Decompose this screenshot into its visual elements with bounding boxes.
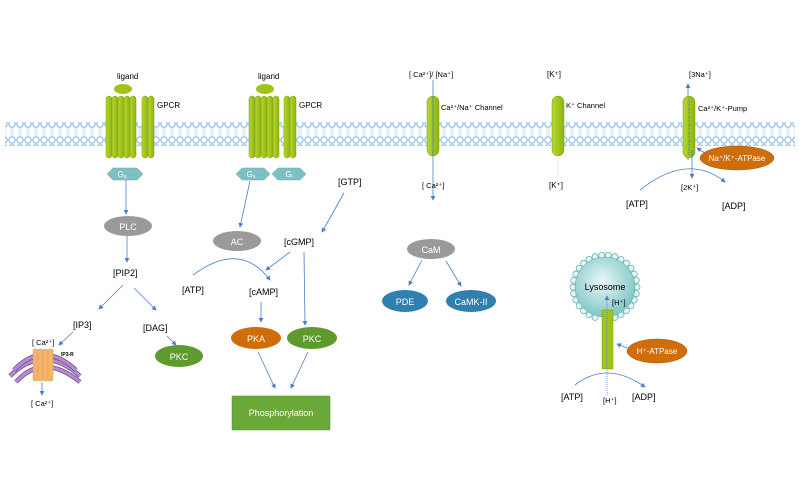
- svg-text:H⁺-ATPase: H⁺-ATPase: [637, 347, 678, 356]
- er-ca-bottom-label: [ Ca²⁺]: [31, 399, 53, 408]
- lysosome-atp-label: [ATP]: [561, 392, 583, 402]
- gtp-label: [GTP]: [338, 177, 362, 187]
- pump-atp-label: [ATP]: [626, 199, 648, 209]
- gpcr-label-1: GPCR: [157, 101, 180, 110]
- gs-protein[interactable]: Gs: [235, 167, 271, 181]
- svg-text:Phosphorylation: Phosphorylation: [249, 408, 314, 418]
- pkc-node-middle[interactable]: PKC: [287, 327, 337, 349]
- ca-inside-label: [ Ca²⁺]: [422, 181, 444, 190]
- cell-membrane: [5, 122, 795, 146]
- na-k-atpase[interactable]: Na⁺/K⁺-ATPase: [699, 145, 775, 171]
- phosphorylation-box[interactable]: Phosphorylation: [231, 395, 331, 431]
- ligand-2: [256, 84, 274, 94]
- camp-label: [cAMP]: [249, 287, 278, 297]
- pump-label: Ca²⁺/K⁺-Pump: [698, 104, 747, 113]
- ac-node[interactable]: AC: [213, 231, 261, 251]
- gi-protein[interactable]: Gi: [271, 167, 307, 181]
- svg-text:PKC: PKC: [303, 334, 322, 344]
- svg-text:PLC: PLC: [119, 222, 137, 232]
- ip3-receptor[interactable]: IP3-R: [32, 348, 74, 382]
- lysosome-h-outside: [H⁺]: [603, 396, 617, 405]
- svg-text:PDE: PDE: [396, 297, 415, 307]
- pip2-label: [PIP2]: [113, 268, 138, 278]
- pde-node[interactable]: PDE: [382, 290, 428, 312]
- ip3r-label: IP3-R: [61, 352, 74, 358]
- svg-text:AC: AC: [231, 237, 244, 247]
- lysosome[interactable]: Lysosome: [569, 251, 641, 321]
- gpcr-receptor-1[interactable]: ligand GPCR: [105, 72, 180, 159]
- lysosome-h-inside: [H⁺]: [612, 298, 626, 307]
- atp-label-middle: [ATP]: [182, 285, 204, 295]
- plc-node[interactable]: PLC: [104, 216, 152, 236]
- na-k-pump[interactable]: Ca²⁺/K⁺-Pump: [682, 95, 747, 159]
- svg-text:PKA: PKA: [247, 334, 265, 344]
- ip3-label: [IP3]: [73, 320, 92, 330]
- er-ca-top-label: [ Ca²⁺]: [32, 338, 54, 347]
- gpcr-label-2: GPCR: [299, 101, 322, 110]
- svg-text:CaMK-II: CaMK-II: [454, 297, 487, 307]
- ca-na-channel-label: Ca²⁺/Na⁺ Channel: [441, 103, 503, 112]
- ca-na-outside-label: [ Ca²⁺]/ [Na⁺]: [409, 70, 453, 79]
- ligand-label-2: ligand: [258, 72, 279, 81]
- h-pump[interactable]: [601, 309, 614, 370]
- cam-node[interactable]: CaM: [407, 239, 455, 259]
- svg-text:Gq: Gq: [117, 170, 126, 180]
- gpcr-receptor-2[interactable]: ligand GPCR: [248, 72, 322, 159]
- pump-inside-label: [2K⁺]: [681, 183, 698, 192]
- pump-adp-label: [ADP]: [722, 201, 746, 211]
- ligand-label-1: ligand: [117, 72, 138, 81]
- svg-text:Gs: Gs: [247, 170, 256, 180]
- svg-text:Gi: Gi: [285, 170, 292, 180]
- lysosome-adp-label: [ADP]: [632, 392, 656, 402]
- pka-node[interactable]: PKA: [231, 327, 281, 349]
- svg-text:CaM: CaM: [421, 245, 440, 255]
- dag-label: [DAG]: [143, 323, 168, 333]
- gq-protein[interactable]: Gq: [106, 167, 144, 181]
- k-channel[interactable]: K⁺ Channel: [551, 95, 605, 157]
- svg-text:Na⁺/K⁺-ATPase: Na⁺/K⁺-ATPase: [709, 154, 766, 163]
- k-channel-label: K⁺ Channel: [566, 101, 605, 110]
- k-inside-label: [K⁺]: [549, 181, 563, 190]
- k-outside-label: [K⁺]: [547, 70, 561, 79]
- lysosome-label: Lysosome: [585, 282, 626, 292]
- camk-ii-node[interactable]: CaMK-II: [446, 290, 496, 312]
- pkc-node-left[interactable]: PKC: [155, 345, 203, 367]
- cgmp-label: [cGMP]: [284, 237, 314, 247]
- svg-text:PKC: PKC: [170, 352, 189, 362]
- ligand-1: [114, 84, 132, 94]
- h-atpase[interactable]: H⁺-ATPase: [626, 338, 688, 364]
- pump-outside-label: [3Na⁺]: [689, 70, 711, 79]
